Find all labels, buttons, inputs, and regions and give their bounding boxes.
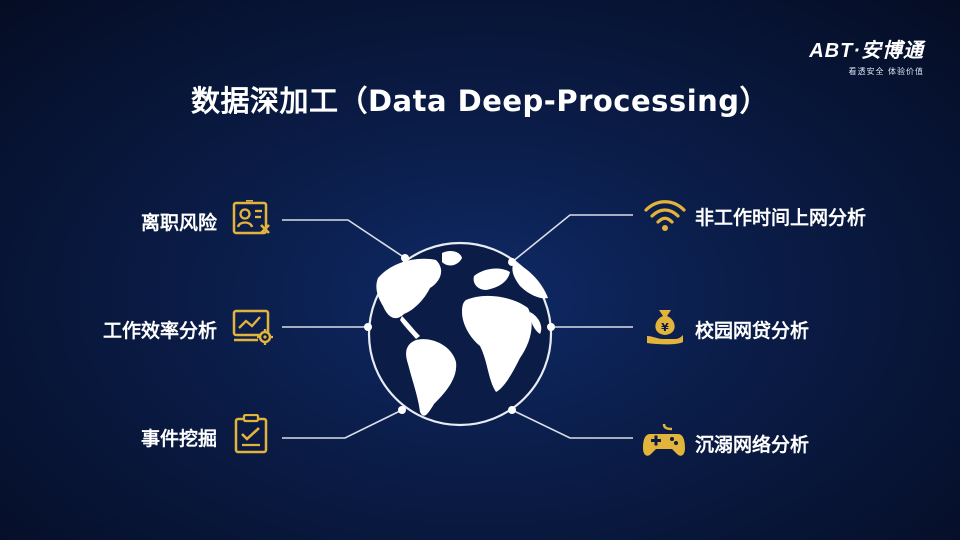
logo-tagline: 看透安全 体验价值 — [848, 67, 924, 76]
label-work-efficiency: 工作效率分析 — [102, 320, 217, 342]
brand-logo: ABT·安博通 看透安全 体验价值 — [809, 34, 924, 77]
connector-line — [511, 214, 633, 263]
employee-badge-x-icon — [232, 200, 270, 235]
connector-line — [511, 409, 633, 439]
gamepad-icon — [643, 423, 685, 456]
money-bag-hand-icon: ¥ — [647, 310, 683, 345]
label-event-mining: 事件挖掘 — [140, 428, 217, 450]
monitor-gear-icon — [232, 309, 273, 345]
connector-line — [282, 409, 403, 439]
globe-icon — [364, 241, 555, 427]
label-campus-loan: 校园网贷分析 — [695, 320, 810, 342]
page-title: 数据深加工（Data Deep-Processing） — [190, 84, 770, 118]
label-resignation-risk: 离职风险 — [140, 212, 217, 234]
connector-line — [282, 219, 406, 259]
label-off-hours-internet: 非工作时间上网分析 — [695, 207, 867, 229]
logo-wordmark: ABT·安博通 — [809, 38, 924, 62]
wifi-icon — [644, 200, 686, 231]
svg-text:¥: ¥ — [661, 321, 669, 334]
clipboard-check-icon — [234, 414, 268, 454]
label-internet-addiction: 沉溺网络分析 — [695, 434, 810, 456]
